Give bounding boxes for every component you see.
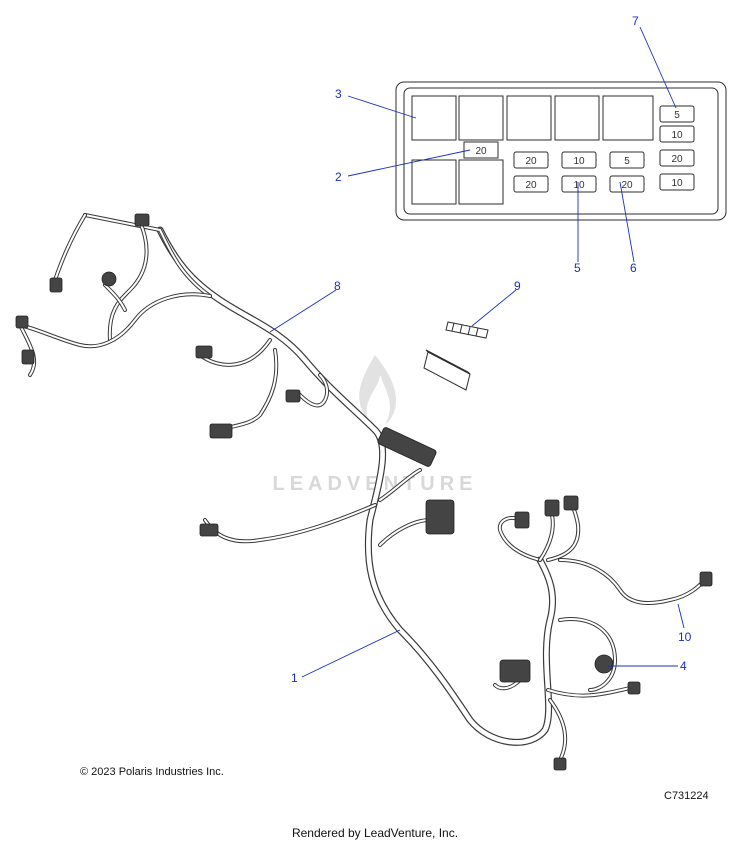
- fuse-r1c3: [561, 151, 597, 169]
- copyright-text: © 2023 Polaris Industries Inc.: [80, 766, 224, 778]
- callout-9: 9: [514, 279, 521, 293]
- callout-5: 5: [574, 261, 581, 275]
- svg-text:20: 20: [621, 180, 633, 191]
- svg-text:10: 10: [671, 130, 683, 141]
- relay-1: [411, 95, 457, 141]
- callout-3: 3: [335, 87, 342, 101]
- footer-credit: Rendered by LeadVenture, Inc.: [291, 826, 459, 840]
- fuse-r2c2: [513, 175, 549, 193]
- fuse-r2c3: [561, 175, 597, 193]
- leader-lines: [269, 26, 685, 678]
- svg-text:5: 5: [624, 156, 630, 167]
- svg-text:10: 10: [671, 178, 683, 189]
- relay-4: [554, 95, 600, 141]
- callout-8: 8: [334, 279, 341, 293]
- callout-7: 7: [632, 14, 639, 28]
- fuse-box-cover: [423, 349, 471, 391]
- fuse-r1c4: [609, 151, 645, 169]
- svg-text:20: 20: [475, 146, 487, 157]
- svg-text:10: 10: [573, 180, 585, 191]
- connectors: [15, 213, 713, 771]
- callouts: 3 2 7 5 6 8 9 1 4 10: [291, 14, 692, 685]
- fuse-right-1: [659, 105, 695, 123]
- svg-text:5: 5: [674, 110, 680, 121]
- fuse-right-2: [659, 125, 695, 143]
- callout-6: 6: [630, 261, 637, 275]
- svg-text:20: 20: [525, 156, 537, 167]
- callout-2: 2: [335, 170, 342, 184]
- callout-4: 4: [680, 659, 687, 673]
- fuse-top-left: [463, 141, 499, 159]
- watermark-text: LEADVENTURE: [272, 473, 477, 495]
- callout-10: 10: [678, 630, 692, 644]
- fuse-r1c2: [513, 151, 549, 169]
- callout-1: 1: [291, 671, 298, 685]
- fuse-r2c4: [609, 175, 645, 193]
- relay-3: [506, 95, 552, 141]
- svg-text:20: 20: [671, 154, 683, 165]
- spare-fuse-strip: [445, 321, 489, 339]
- flame-logo-icon: [359, 355, 397, 425]
- relay-2: [458, 95, 504, 141]
- watermark: LEADVENTURE: [272, 355, 477, 495]
- fuse-right-3: [659, 149, 695, 167]
- fuse-box: 20 20 10 5 20 10 20 5 10 20 10: [395, 81, 727, 221]
- svg-text:10: 10: [573, 156, 585, 167]
- relay-5: [602, 95, 654, 141]
- svg-text:20: 20: [525, 180, 537, 191]
- fuse-right-4: [659, 173, 695, 191]
- diagram-code: C731224: [664, 790, 709, 802]
